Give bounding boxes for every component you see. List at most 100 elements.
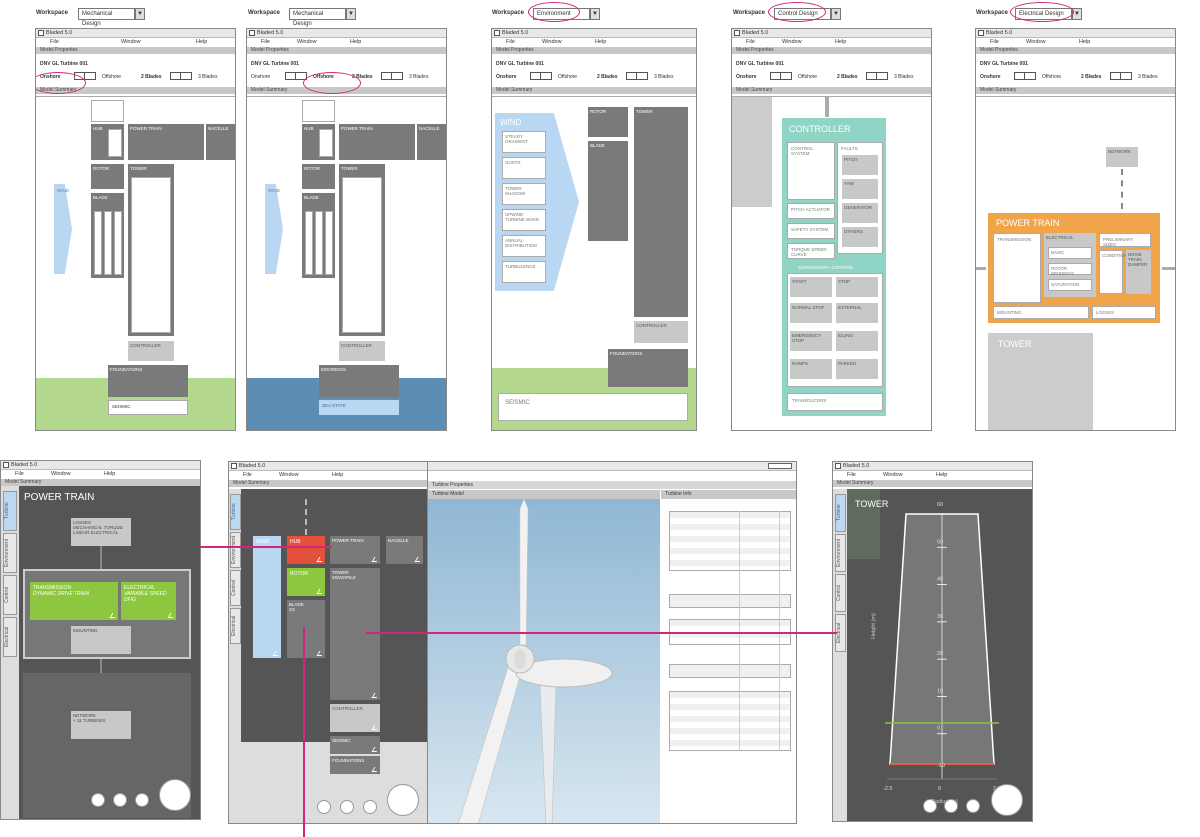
power-train-block[interactable]: POWER TRAIN — [339, 124, 415, 160]
wind-block[interactable]: WIND — [253, 536, 281, 658]
env-item-tower-shadow[interactable]: TOWER SHADOW — [502, 183, 546, 205]
seismic-block[interactable]: SEISMIC — [498, 393, 688, 421]
drive-train-damper-block[interactable]: DRIVE TRAIN DAMPER — [1126, 250, 1151, 294]
onshore-offshore-toggle[interactable] — [1014, 72, 1036, 80]
menu-help[interactable]: Help — [835, 39, 847, 45]
chevron-down-icon[interactable]: ▼ — [135, 8, 145, 20]
foundations-block[interactable]: FOUNDATIONS — [330, 756, 380, 774]
hub-block[interactable]: HUB — [287, 536, 325, 564]
seismic-block[interactable]: SEISMIC — [108, 400, 188, 415]
tab-control[interactable]: Control — [835, 574, 846, 612]
nav-dot[interactable] — [363, 800, 377, 814]
workspace-select[interactable]: Mechanical Design — [289, 8, 346, 27]
menu-window[interactable]: Window — [782, 39, 802, 45]
tab-turbine[interactable]: Turbine — [835, 494, 846, 532]
conditions-block[interactable]: CONDITIONS — [1099, 250, 1130, 294]
menu-file[interactable]: File — [990, 39, 999, 45]
blades-toggle[interactable] — [1110, 72, 1132, 80]
zoom-circle[interactable] — [387, 784, 419, 816]
external-block[interactable]: EXTERNAL — [836, 303, 878, 323]
menu-window[interactable]: Window — [297, 39, 317, 45]
rotor-windings-block[interactable]: ROTOR WINDINGS — [1048, 263, 1092, 276]
menu-help[interactable]: Help — [350, 39, 362, 45]
window-controls[interactable] — [768, 463, 792, 469]
env-item-annual[interactable]: ANNUAL DISTRIBUTION — [502, 235, 546, 257]
menu-window[interactable]: Window — [279, 472, 299, 478]
onshore-offshore-toggle[interactable] — [285, 72, 307, 80]
env-item-turbulence[interactable]: TURBULENCE — [502, 261, 546, 283]
nav-dot[interactable] — [91, 793, 105, 807]
controller-block[interactable]: CONTROLLER — [330, 704, 380, 732]
menu-file[interactable]: File — [50, 39, 59, 45]
nav-dot[interactable] — [317, 800, 331, 814]
tab-control[interactable]: Control — [230, 570, 241, 606]
ramps-block[interactable]: RAMPS — [790, 359, 832, 379]
seismic-block[interactable]: SEISMIC — [330, 736, 380, 754]
tab-electrical[interactable]: Electrical — [3, 617, 17, 657]
tab-electrical[interactable]: Electrical — [230, 608, 241, 644]
blades-toggle[interactable] — [866, 72, 888, 80]
nav-dot[interactable] — [135, 793, 149, 807]
network-block[interactable]: NETWORK — [1106, 147, 1138, 167]
menu-help[interactable]: Help — [936, 472, 948, 478]
menu-help[interactable]: Help — [196, 39, 208, 45]
controller-block[interactable]: CONTROLLER — [128, 341, 174, 361]
chevron-down-icon[interactable]: ▼ — [590, 8, 600, 20]
safety-system-block[interactable]: SAFETY SYSTEM — [787, 223, 835, 239]
yaw-block[interactable]: YAW — [842, 179, 878, 199]
basic-block[interactable]: BASIC — [1048, 247, 1092, 259]
tab-turbine[interactable]: Turbine — [230, 494, 241, 530]
rotor-block[interactable]: ROTOR — [302, 164, 335, 189]
nacelle-block[interactable]: NACELLE — [386, 536, 423, 564]
normal-stop-block[interactable]: NORMAL STOP — [790, 303, 832, 323]
nav-dot[interactable] — [966, 799, 980, 813]
rotor-block[interactable]: ROTOR — [91, 164, 124, 189]
menu-window[interactable]: Window — [883, 472, 903, 478]
chevron-down-icon[interactable]: ▼ — [831, 8, 841, 20]
generator-block[interactable]: GENERATOR — [842, 203, 878, 223]
menu-help[interactable]: Help — [595, 39, 607, 45]
moorings-block[interactable]: MOORINGS — [319, 365, 399, 397]
wind-arrow[interactable] — [54, 184, 72, 274]
pitch-block[interactable]: PITCH — [842, 155, 878, 175]
menu-file[interactable]: File — [746, 39, 755, 45]
control-system-block[interactable]: CONTROL SYSTEM — [787, 142, 835, 200]
menu-file[interactable]: File — [506, 39, 515, 45]
nacelle-block[interactable]: NACELLE — [206, 124, 235, 160]
menu-help[interactable]: Help — [104, 471, 116, 477]
wind-arrow[interactable] — [265, 184, 283, 274]
zoom-circle[interactable] — [159, 779, 191, 811]
parked-block[interactable]: PARKED — [836, 359, 878, 379]
stop-block[interactable]: STOP — [836, 277, 878, 297]
blade-block[interactable]: BLADE — [588, 141, 628, 241]
zoom-circle[interactable] — [991, 784, 1023, 816]
tab-control[interactable]: Control — [3, 575, 17, 615]
blades-toggle[interactable] — [170, 72, 192, 80]
sea-state-block[interactable]: SEA STATE — [319, 400, 399, 415]
nav-dot[interactable] — [340, 800, 354, 814]
pitch-actuator-block[interactable]: PITCH ACTUATOR — [787, 203, 835, 219]
torque-speed-block[interactable]: TORQUE SPEED CURVE — [787, 243, 835, 259]
rotor-block[interactable]: ROTOR — [588, 107, 628, 137]
nav-dot[interactable] — [113, 793, 127, 807]
preliminary-sizes-block[interactable]: PRELIMINARY SIZES — [1099, 233, 1151, 247]
controller-block[interactable]: CONTROLLER — [634, 321, 688, 343]
nav-dot[interactable] — [944, 799, 958, 813]
tower-block[interactable]: TOWER — [634, 107, 688, 317]
blades-toggle[interactable] — [381, 72, 403, 80]
tab-environment[interactable]: Environment — [835, 534, 846, 572]
menu-window[interactable]: Window — [121, 39, 141, 45]
power-train-block[interactable]: POWER TRAIN — [128, 124, 204, 160]
foundations-block[interactable]: FOUNDATIONS — [108, 365, 188, 397]
power-train-block[interactable]: POWER TRAIN — [330, 536, 380, 564]
nav-dot[interactable] — [923, 799, 937, 813]
menu-file[interactable]: File — [243, 472, 252, 478]
transmission-block[interactable]: TRANSMISSION — [993, 233, 1041, 303]
tab-turbine[interactable]: Turbine — [3, 491, 17, 531]
turbine-model-view[interactable] — [428, 498, 660, 823]
